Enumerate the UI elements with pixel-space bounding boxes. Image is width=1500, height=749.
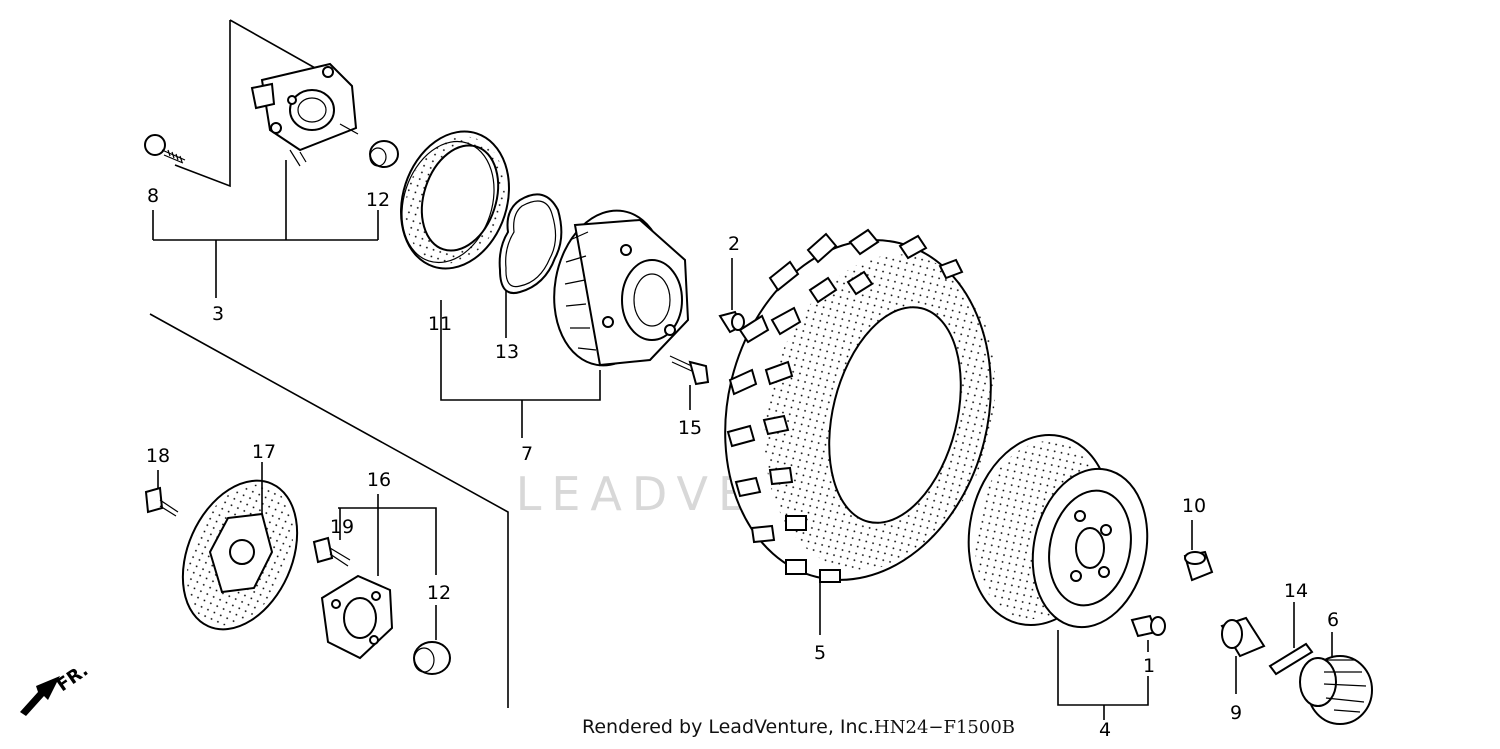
part-10-nut[interactable]: [1183, 550, 1214, 582]
part-4-wheel[interactable]: [952, 422, 1162, 639]
section-divider: [149, 313, 509, 708]
callout-2: 2: [728, 233, 740, 255]
callout-16: 16: [367, 469, 391, 491]
callout-15: 15: [678, 417, 702, 439]
callout-19: 19: [330, 516, 354, 538]
footer-credit: Rendered by LeadVenture, Inc.: [582, 716, 875, 738]
part-2-valve[interactable]: [718, 310, 745, 334]
leader-lines: [152, 160, 1333, 720]
diagram-code: HN24−F1500B: [874, 717, 1016, 738]
callout-3: 3: [212, 303, 224, 325]
callout-8: 8: [147, 185, 159, 207]
footer: Rendered by LeadVenture, Inc.HN24−F1500B: [582, 716, 1015, 738]
callout-10: 10: [1182, 495, 1206, 517]
part-11-ring[interactable]: [384, 117, 526, 282]
part-14-cotter-pin[interactable]: [1268, 642, 1314, 676]
front-arrow-icon: [20, 676, 60, 716]
callout-11: 11: [428, 313, 452, 335]
part-7-housing[interactable]: [542, 202, 690, 375]
part-12-bearing-bottom[interactable]: [413, 641, 451, 675]
part-8-bolt[interactable]: [144, 134, 186, 164]
part-12-bearing-top[interactable]: [369, 140, 399, 168]
part-9-castle-nut[interactable]: [1220, 616, 1266, 658]
callout-9: 9: [1230, 702, 1242, 724]
part-6-cap[interactable]: [1299, 655, 1373, 725]
callout-5: 5: [814, 642, 826, 664]
callout-1: 1: [1143, 655, 1155, 677]
part-3-hub[interactable]: [250, 62, 359, 167]
callout-12-top: 12: [366, 189, 390, 211]
callout-18: 18: [146, 445, 170, 467]
part-13-gasket[interactable]: [498, 193, 563, 294]
part-1-valve-stem[interactable]: [1130, 614, 1166, 638]
part-16-hub-plate[interactable]: [320, 574, 394, 660]
part-15-bolt[interactable]: [669, 355, 710, 386]
callout-6: 6: [1327, 609, 1339, 631]
part-19-bolt[interactable]: [312, 536, 351, 567]
callout-4: 4: [1099, 719, 1111, 741]
front-label: FR.: [53, 660, 92, 696]
callout-12-bottom: 12: [427, 582, 451, 604]
part-18-bolt[interactable]: [144, 486, 179, 517]
part-17-brake-disc[interactable]: [161, 463, 319, 648]
callout-14: 14: [1284, 580, 1308, 602]
callout-7: 7: [521, 443, 533, 465]
callout-13: 13: [495, 341, 519, 363]
callout-17: 17: [252, 441, 276, 463]
part-5-tire[interactable]: [690, 212, 1027, 609]
